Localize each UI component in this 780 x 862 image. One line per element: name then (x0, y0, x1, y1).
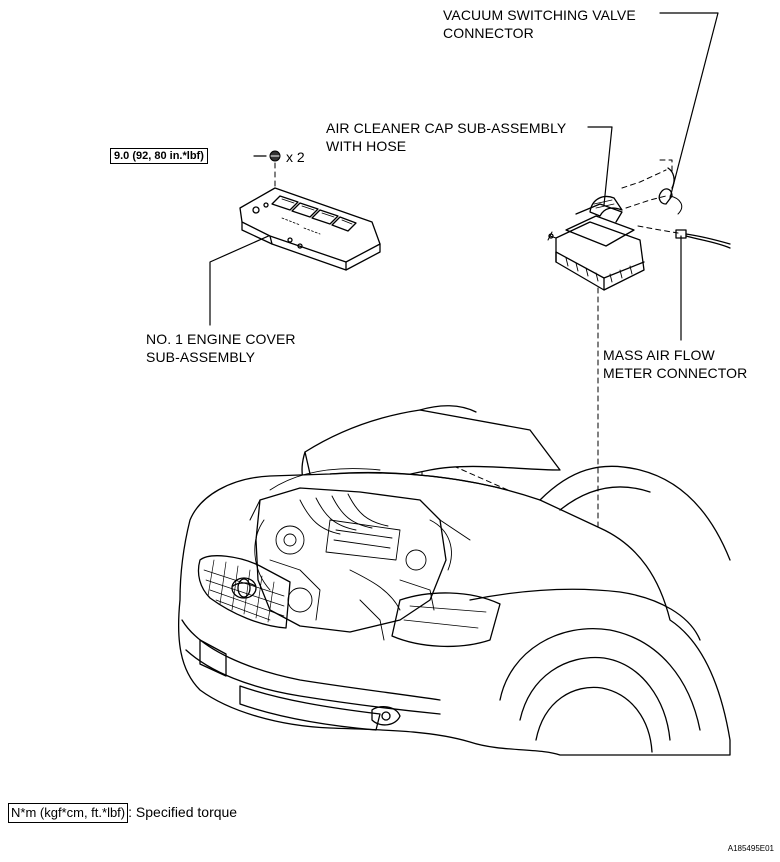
engine-cover-label: NO. 1 ENGINE COVER SUB-ASSEMBLY (146, 330, 296, 366)
maf-connector-label: MASS AIR FLOW METER CONNECTOR (603, 346, 747, 382)
vehicle-illustration (177, 405, 731, 756)
engine-cover-icon (239, 187, 381, 271)
air-cleaner-cap-label-line1: AIR CLEANER CAP SUB-ASSEMBLY (326, 120, 567, 136)
bolt-quantity: x 2 (286, 149, 305, 165)
vsv-connector-label-line1: VACUUM SWITCHING VALVE (443, 7, 636, 23)
torque-spec-box: 9.0 (92, 80 in.*lbf) (110, 148, 208, 164)
torque-legend: N*m (kgf*cm, ft.*lbf): Specified torque (8, 803, 237, 823)
engine-cover-label-line2: SUB-ASSEMBLY (146, 349, 256, 365)
maf-connector-label-line1: MASS AIR FLOW (603, 347, 715, 363)
figure-id: A185495E01 (727, 844, 774, 853)
air-cleaner-cap-label-line2: WITH HOSE (326, 138, 407, 154)
leader-lines (209, 12, 719, 341)
maf-connector-label-line2: METER CONNECTOR (603, 365, 748, 381)
bolt-icon (269, 150, 281, 162)
engine-cover-label-line1: NO. 1 ENGINE COVER (146, 331, 296, 347)
air-cleaner-cap-label: AIR CLEANER CAP SUB-ASSEMBLY WITH HOSE (326, 119, 566, 155)
air-cleaner-icon (547, 167, 731, 291)
torque-legend-unit-box: N*m (kgf*cm, ft.*lbf) (8, 803, 129, 823)
vsv-connector-label: VACUUM SWITCHING VALVE CONNECTOR (443, 6, 636, 42)
vsv-connector-label-line2: CONNECTOR (443, 25, 534, 41)
torque-legend-description: : Specified torque (128, 804, 238, 820)
